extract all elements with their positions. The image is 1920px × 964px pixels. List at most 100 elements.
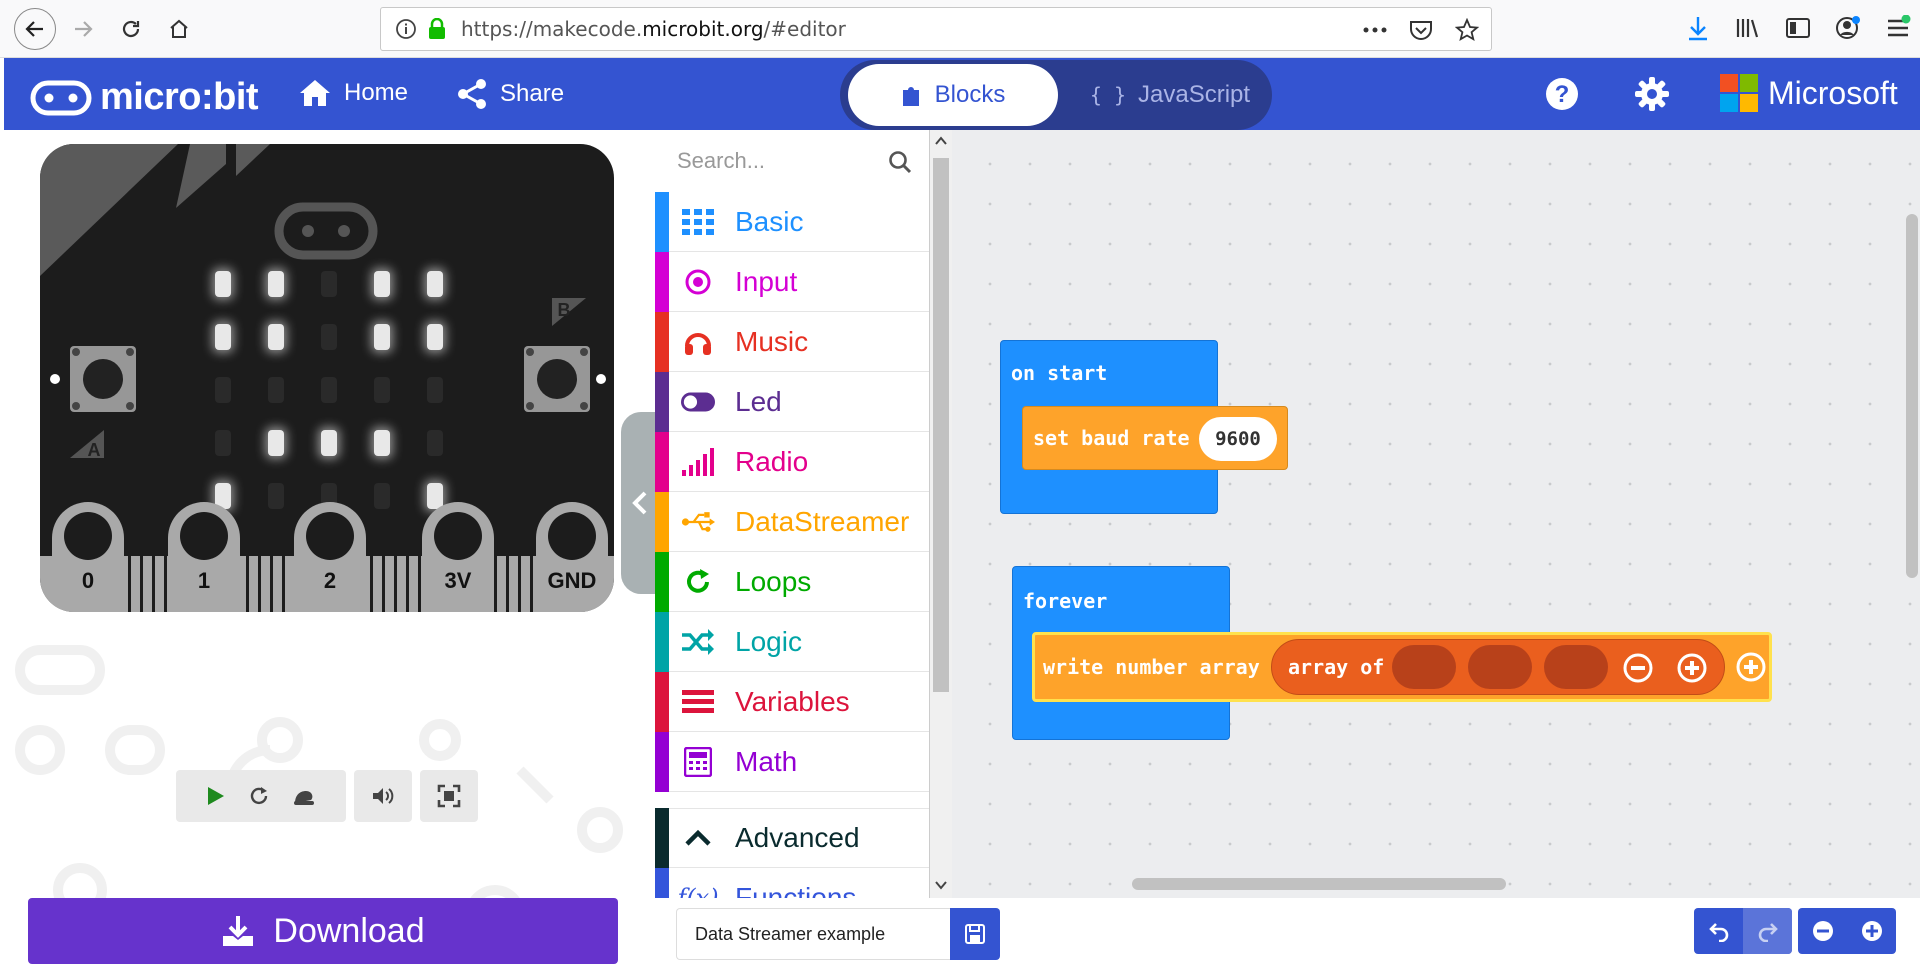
- led: [374, 324, 390, 350]
- undo-button[interactable]: [1694, 908, 1743, 954]
- sidebar-toggle-icon[interactable]: [1784, 14, 1812, 42]
- led: [321, 324, 337, 350]
- remove-item-icon[interactable]: [1622, 652, 1654, 684]
- category-logic[interactable]: Logic: [655, 611, 929, 672]
- logo-text: micro:bit: [100, 76, 259, 118]
- hamburger-menu-icon[interactable]: [1884, 14, 1912, 42]
- button-b[interactable]: [524, 346, 590, 412]
- scroll-down-icon[interactable]: [935, 880, 947, 890]
- category-label: Basic: [735, 205, 804, 237]
- category-advanced[interactable]: Advanced: [655, 808, 929, 868]
- category-basic[interactable]: Basic: [655, 191, 929, 252]
- gear-icon[interactable]: [1634, 76, 1670, 112]
- simulator-controls: [176, 770, 478, 822]
- led: [321, 377, 337, 403]
- array-of-label: array of: [1288, 655, 1385, 679]
- led: [374, 430, 390, 456]
- search-icon[interactable]: [888, 150, 912, 174]
- undo-redo-group: [1694, 908, 1792, 954]
- button-a-marker: A: [70, 430, 104, 460]
- button-a[interactable]: [70, 346, 136, 412]
- microbit-logo[interactable]: micro:bit: [30, 76, 259, 119]
- headphones-icon: [681, 325, 715, 359]
- workspace-vertical-scrollbar[interactable]: [1906, 214, 1918, 578]
- pin-2[interactable]: 2: [294, 502, 366, 612]
- star-bookmark-icon[interactable]: [1453, 16, 1481, 44]
- fullscreen-button[interactable]: [420, 770, 478, 822]
- category-functions[interactable]: f(x) Functions: [655, 867, 929, 898]
- baud-value: 9600: [1215, 428, 1261, 450]
- array-slot[interactable]: [1468, 645, 1532, 689]
- zoom-in-button[interactable]: [1847, 908, 1896, 954]
- download-arrow-icon[interactable]: [1684, 14, 1712, 42]
- scroll-up-icon[interactable]: [935, 136, 947, 146]
- write-number-array-block[interactable]: write number array array of: [1032, 632, 1772, 702]
- forward-button[interactable]: [62, 8, 104, 50]
- pin-gnd[interactable]: GND: [536, 502, 608, 612]
- pocket-icon[interactable]: [1407, 16, 1435, 44]
- category-radio[interactable]: Radio: [655, 431, 929, 492]
- home-icon: [300, 80, 330, 106]
- restart-icon[interactable]: [248, 785, 270, 807]
- save-button[interactable]: [950, 908, 1000, 960]
- back-button[interactable]: [14, 8, 56, 50]
- workspace-horizontal-scrollbar[interactable]: [1132, 878, 1506, 890]
- array-slot[interactable]: [1544, 645, 1608, 689]
- microbit-face-icon: [30, 80, 92, 115]
- pin-1[interactable]: 1: [168, 502, 240, 612]
- download-button[interactable]: Download: [28, 898, 618, 964]
- tab-blocks[interactable]: Blocks: [848, 64, 1058, 126]
- collapse-simulator-button[interactable]: [621, 412, 659, 594]
- toolbox-scrollbar[interactable]: [930, 130, 952, 898]
- house-icon: [170, 19, 188, 38]
- array-slot[interactable]: [1392, 645, 1456, 689]
- led: [215, 483, 231, 509]
- category-color-bar: [655, 251, 669, 312]
- pin-0[interactable]: 0: [52, 502, 124, 612]
- account-icon[interactable]: [1834, 14, 1862, 42]
- more-actions-icon[interactable]: [1361, 16, 1389, 44]
- share-button[interactable]: Share: [456, 78, 564, 110]
- slow-mo-snail-icon[interactable]: [292, 785, 316, 807]
- category-led[interactable]: Led: [655, 371, 929, 432]
- play-icon[interactable]: [206, 785, 226, 807]
- blocks-workspace[interactable]: on start set baud rate 9600 forever writ…: [952, 130, 1920, 898]
- info-icon[interactable]: [395, 18, 417, 40]
- category-datastreamer[interactable]: DataStreamer: [655, 491, 929, 552]
- toolbox-scroll-thumb[interactable]: [933, 158, 949, 692]
- category-loops[interactable]: Loops: [655, 551, 929, 612]
- floppy-disk-icon: [965, 924, 985, 944]
- home-browser-button[interactable]: [158, 8, 200, 50]
- add-item-icon[interactable]: [1676, 652, 1708, 684]
- library-icon[interactable]: [1734, 14, 1762, 42]
- category-music[interactable]: Music: [655, 311, 929, 372]
- led: [215, 430, 231, 456]
- led: [427, 324, 443, 350]
- reload-button[interactable]: [110, 8, 152, 50]
- project-name-input[interactable]: Data Streamer example: [676, 908, 950, 960]
- category-math[interactable]: Math: [655, 731, 929, 792]
- set-baud-rate-block[interactable]: set baud rate 9600: [1022, 406, 1288, 470]
- help-icon[interactable]: ?: [1544, 76, 1580, 112]
- home-button[interactable]: Home: [298, 78, 408, 108]
- led: [374, 377, 390, 403]
- refresh-icon: [681, 565, 715, 599]
- baud-value-input[interactable]: 9600: [1199, 417, 1277, 461]
- zoom-group: [1798, 908, 1896, 954]
- pin-3v[interactable]: 3V: [422, 502, 494, 612]
- zoom-out-button[interactable]: [1798, 908, 1847, 954]
- redo-icon: [1758, 923, 1778, 942]
- tab-javascript[interactable]: { } JavaScript: [1080, 64, 1260, 126]
- search-input[interactable]: Search...: [655, 130, 929, 192]
- expand-block-icon[interactable]: [1735, 651, 1767, 683]
- simulator-panel: A B 0 1: [0, 130, 659, 964]
- array-of-block[interactable]: array of: [1271, 639, 1725, 695]
- mute-button[interactable]: [354, 770, 412, 822]
- url-bar[interactable]: https://makecode.microbit.org/#editor: [380, 7, 1492, 51]
- pin-label: 3V: [444, 568, 472, 593]
- redo-button[interactable]: [1743, 908, 1792, 954]
- microsoft-logo[interactable]: Microsoft: [1720, 74, 1898, 112]
- reload-icon: [122, 20, 140, 38]
- category-variables[interactable]: Variables: [655, 671, 929, 732]
- category-input[interactable]: Input: [655, 251, 929, 312]
